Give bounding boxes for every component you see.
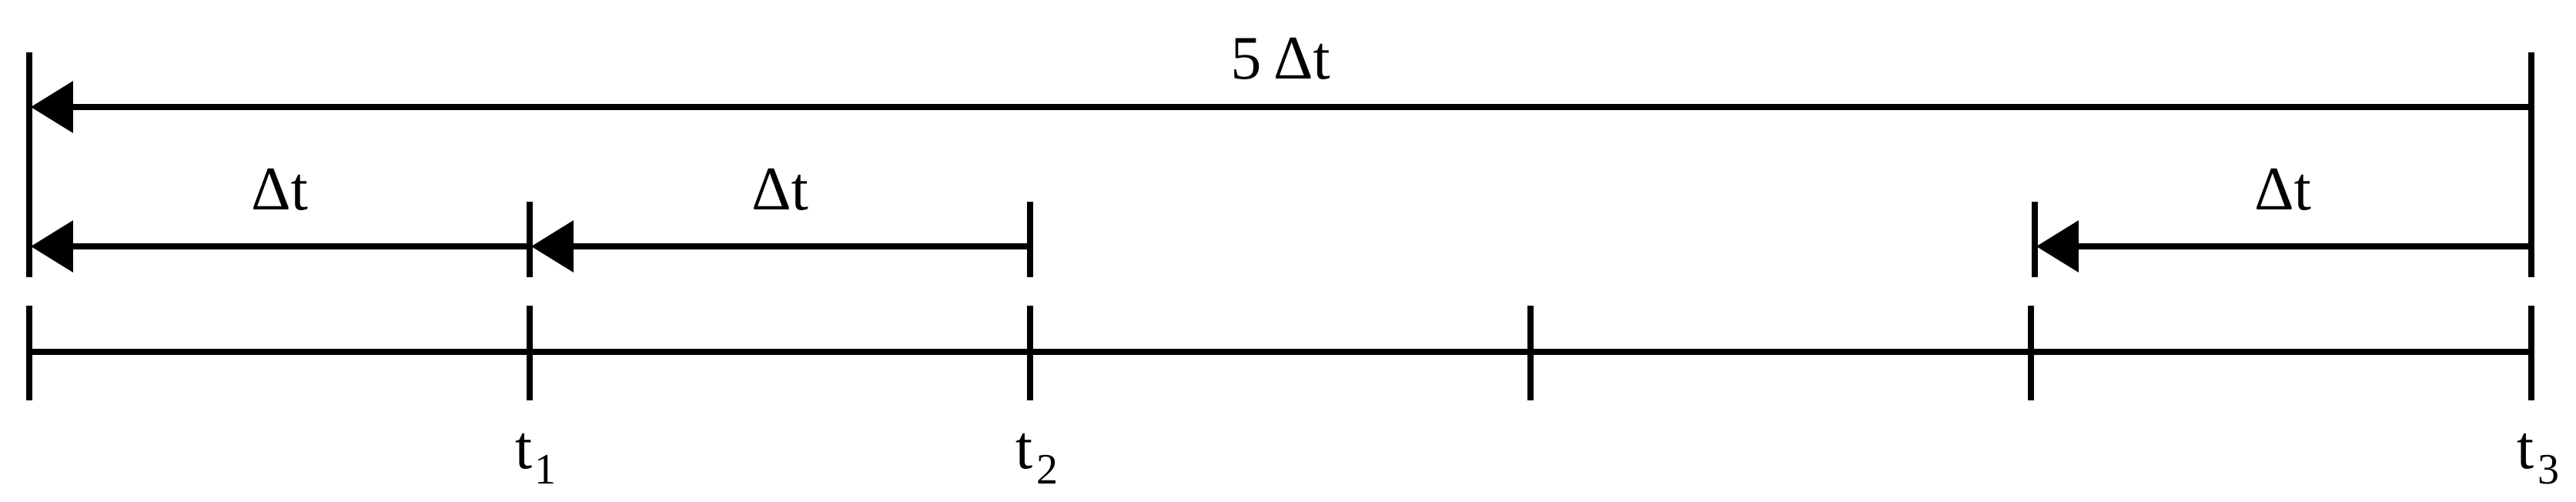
time-label-t2: t 2 [1015, 414, 1058, 494]
time-label-t2-sub: 2 [1036, 446, 1058, 494]
time-label-t2-base: t [1015, 414, 1032, 482]
time-label-t3-sub: 3 [2538, 446, 2559, 494]
time-label-t1-base: t [515, 414, 532, 482]
step-label-3: Δt [2254, 156, 2311, 223]
time-label-t1-sub: 1 [534, 446, 556, 494]
step-label-2: Δt [751, 156, 808, 223]
total-span-arrowhead [31, 81, 73, 133]
time-label-t1: t 1 [515, 414, 556, 494]
step-arrow-2-arrowhead [531, 220, 574, 273]
step-arrow-3-arrowhead [2036, 220, 2079, 273]
step-arrow-1-arrowhead [31, 220, 73, 273]
total-span-label: 5 Δt [1230, 25, 1330, 92]
time-label-t3: t 3 [2517, 414, 2559, 494]
time-label-t3-base: t [2517, 414, 2534, 482]
step-label-1: Δt [251, 156, 308, 223]
